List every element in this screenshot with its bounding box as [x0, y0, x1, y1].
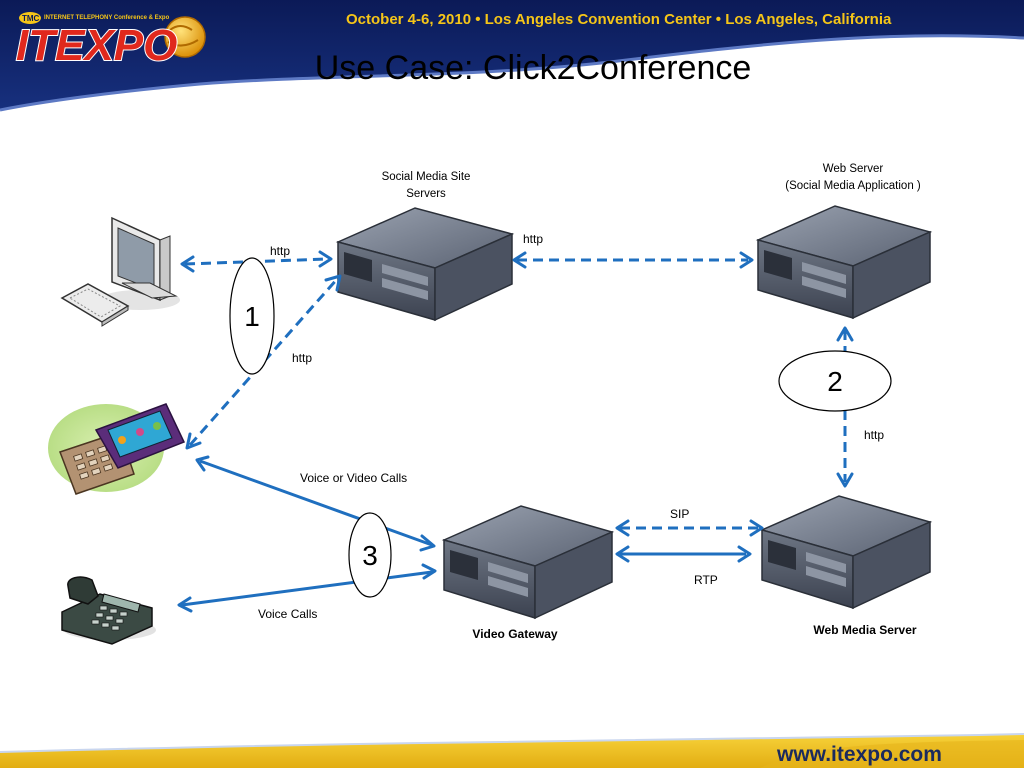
logo-wordmark: ITEXPO: [16, 21, 177, 70]
social-webserver-http-arrow: [512, 251, 754, 269]
rtp-label: RTP: [694, 573, 718, 587]
sip-arrow: [615, 519, 764, 537]
desk-phone-icon: [61, 576, 156, 645]
voice-calls-label: Voice Calls: [258, 607, 317, 621]
step-3-number: 3: [362, 540, 378, 571]
mobile-phone-icon: [48, 403, 186, 495]
header-banner: October 4-6, 2010 • Los Angeles Conventi…: [0, 0, 1024, 112]
step-1-marker: 1: [229, 257, 275, 375]
webserver-http-label: http: [864, 428, 884, 442]
server-icon: [759, 495, 933, 610]
step-1-number: 1: [244, 301, 260, 332]
server-icon: [335, 207, 515, 322]
desktop-computer-icon: [60, 216, 180, 327]
deskphone-gateway-call-arrow: [177, 563, 437, 613]
web-server: Web Server (Social Media Application ): [755, 163, 933, 320]
mobile-http-label: http: [292, 351, 312, 365]
web-media-server-label: Web Media Server: [813, 623, 916, 637]
rtp-arrow: [615, 545, 752, 563]
pc-http-label: http: [270, 244, 290, 258]
server-icon: [441, 505, 615, 620]
footer-banner: www.itexpo.com: [0, 733, 1024, 768]
video-gateway: Video Gateway: [441, 505, 615, 641]
step-2-marker: 2: [778, 350, 892, 412]
event-date-location: October 4-6, 2010 • Los Angeles Conventi…: [346, 11, 892, 28]
web-media-server: Web Media Server: [759, 495, 933, 637]
voice-video-calls-label: Voice or Video Calls: [300, 471, 407, 485]
itexpo-logo: TMC INTERNET TELEPHONY Conference & Expo…: [15, 12, 206, 71]
footer-url: www.itexpo.com: [776, 743, 942, 766]
server-icon: [755, 205, 933, 320]
step-3-marker: 3: [348, 512, 392, 598]
social-media-servers: Social Media Site Servers: [335, 171, 515, 322]
sip-label: SIP: [670, 507, 689, 521]
web-server-label-line1: Web Server: [823, 163, 884, 175]
web-server-label-line2: (Social Media Application ): [785, 180, 921, 192]
logo-tagline: INTERNET TELEPHONY Conference & Expo: [44, 15, 170, 21]
mobile-social-http-arrow: [185, 274, 342, 450]
slide-title: Use Case: Click2Conference: [315, 49, 752, 87]
tmc-badge: [19, 12, 41, 24]
tmc-badge-text: TMC: [22, 14, 40, 23]
mobile-gateway-call-arrow: [195, 455, 436, 552]
social-media-label-line2: Servers: [406, 188, 446, 200]
step-2-number: 2: [827, 366, 843, 397]
video-gateway-label: Video Gateway: [472, 627, 557, 641]
servers-http-label: http: [523, 232, 543, 246]
social-media-label-line1: Social Media Site: [382, 171, 471, 183]
